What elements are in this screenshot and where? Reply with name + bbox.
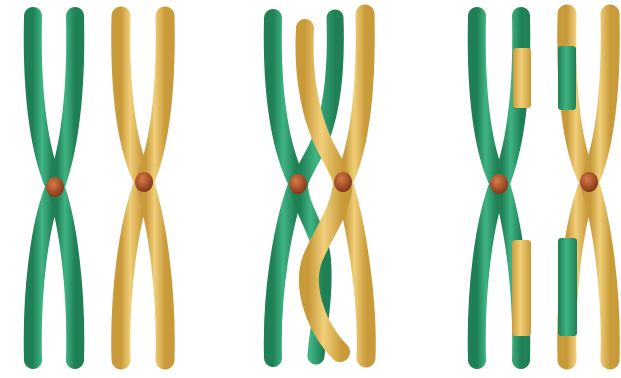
centromere (289, 174, 307, 194)
panel-crossing-over (273, 14, 366, 358)
swapped-segment-green (558, 238, 577, 336)
recombinant-chromosome-gold (558, 14, 610, 360)
chromatid-arm (273, 18, 296, 180)
chromatid-arm (146, 16, 165, 178)
gold-chromosome (121, 16, 166, 360)
centromere (580, 172, 598, 192)
chromatid-arm (591, 14, 610, 178)
centromere (46, 177, 64, 197)
centromere (334, 172, 352, 192)
chromatid-arm (57, 16, 75, 183)
chromatid-arm (33, 16, 53, 183)
panel-before-crossing-over (33, 16, 166, 360)
swapped-segment-gold (513, 48, 531, 108)
chromatid-arm (57, 191, 75, 360)
chromatid-arm (146, 187, 165, 360)
chromatid-arm (345, 188, 366, 358)
chromatid-arm (121, 187, 142, 360)
swapped-segment-gold (512, 240, 531, 336)
chromatid-arm (591, 188, 610, 360)
chromatid-arm (477, 16, 497, 180)
chromatid-arm (33, 191, 53, 360)
chromatid-arm (477, 188, 497, 360)
recombinant-chromosome-green (477, 16, 531, 360)
panel-after-crossing-over (477, 14, 611, 360)
chromatid-arm (345, 14, 365, 178)
centromere (135, 172, 153, 192)
green-chromosome (33, 16, 76, 360)
centromere (490, 174, 508, 194)
chromatid-arm (273, 188, 296, 358)
chromatid-arm (121, 16, 142, 178)
swapped-segment-green (558, 46, 576, 110)
